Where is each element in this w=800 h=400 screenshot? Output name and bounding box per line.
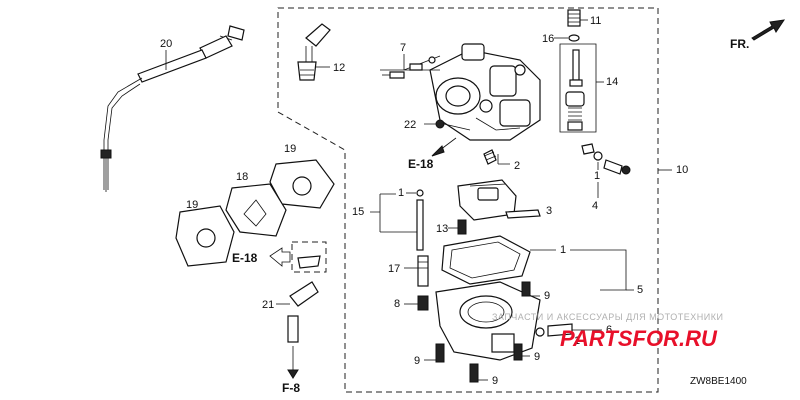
svg-text:15: 15 xyxy=(352,206,364,218)
svg-text:14: 14 xyxy=(606,76,618,88)
svg-text:1: 1 xyxy=(560,244,566,256)
fuel-nipple-part: 12 xyxy=(297,23,345,81)
screw-set-part: 7 xyxy=(380,42,441,79)
svg-text:12: 12 xyxy=(333,62,345,74)
svg-text:17: 17 xyxy=(388,263,400,275)
diagram-code: ZW8BE1400 xyxy=(690,376,747,387)
svg-text:18: 18 xyxy=(236,171,248,183)
svg-text:22: 22 xyxy=(404,119,416,131)
svg-text:8: 8 xyxy=(394,298,400,310)
assembly-boundary xyxy=(277,7,659,393)
svg-text:9: 9 xyxy=(492,375,498,387)
svg-text:1: 1 xyxy=(574,335,580,347)
front-direction-arrow: FR. xyxy=(730,19,786,51)
partsfor-logo: PARTSFOR.RU xyxy=(560,326,718,351)
carburetor-body-part xyxy=(429,43,541,141)
choke-cable-part: 20 xyxy=(100,25,245,192)
svg-text:9: 9 xyxy=(544,290,550,302)
float-chamber-part xyxy=(435,281,541,361)
svg-text:5: 5 xyxy=(637,284,643,296)
insulator-gasket-set-part: 19 18 19 xyxy=(175,143,335,267)
float-pin-part: 15 1 xyxy=(352,187,424,251)
throttle-stop-screw-part: 22 xyxy=(404,119,471,131)
svg-text:E-18: E-18 xyxy=(408,157,434,171)
float-part: 3 xyxy=(457,179,552,221)
svg-text:1: 1 xyxy=(398,187,404,199)
slow-jet-part: 17 xyxy=(388,255,429,287)
svg-text:E-18: E-18 xyxy=(232,251,258,265)
svg-text:16: 16 xyxy=(542,33,554,45)
watermark-text: ЗАПЧАСТИ И АКСЕССУАРЫ ДЛЯ МОТОТЕХНИКИ xyxy=(492,312,723,322)
svg-text:11: 11 xyxy=(590,15,601,27)
e18-reference-top: E-18 xyxy=(408,137,457,171)
svg-text:9: 9 xyxy=(414,355,420,367)
svg-text:19: 19 xyxy=(186,199,198,211)
svg-text:6: 6 xyxy=(606,324,612,336)
e18-reference-left: E-18 xyxy=(232,241,327,273)
float-chamber-gasket-part: 1 5 xyxy=(441,235,643,296)
float-screw-part: 13 xyxy=(436,219,467,235)
mixture-screw-set-part: 14 xyxy=(559,43,618,133)
svg-text:4: 4 xyxy=(592,200,598,212)
drain-tube-part: 21 F-8 xyxy=(262,281,319,395)
svg-text:20: 20 xyxy=(160,38,172,50)
drain-screw-part: 6 1 xyxy=(535,323,612,347)
svg-text:7: 7 xyxy=(400,42,406,54)
svg-text:FR.: FR. xyxy=(730,37,749,51)
chamber-screws-part: 9 8 9 9 9 xyxy=(394,281,550,387)
callout-10: 10 xyxy=(676,164,688,176)
svg-text:9: 9 xyxy=(534,351,540,363)
svg-text:3: 3 xyxy=(546,205,552,217)
svg-text:21: 21 xyxy=(262,299,274,311)
svg-text:13: 13 xyxy=(436,223,448,235)
main-jet-part: 2 xyxy=(483,149,520,172)
svg-text:19: 19 xyxy=(284,143,296,155)
pilot-screw-part: 1 4 xyxy=(581,143,631,212)
svg-text:2: 2 xyxy=(514,160,520,172)
jet-needle-part: 11 16 xyxy=(542,9,601,45)
svg-text:F-8: F-8 xyxy=(282,381,300,395)
svg-text:1: 1 xyxy=(594,170,600,182)
